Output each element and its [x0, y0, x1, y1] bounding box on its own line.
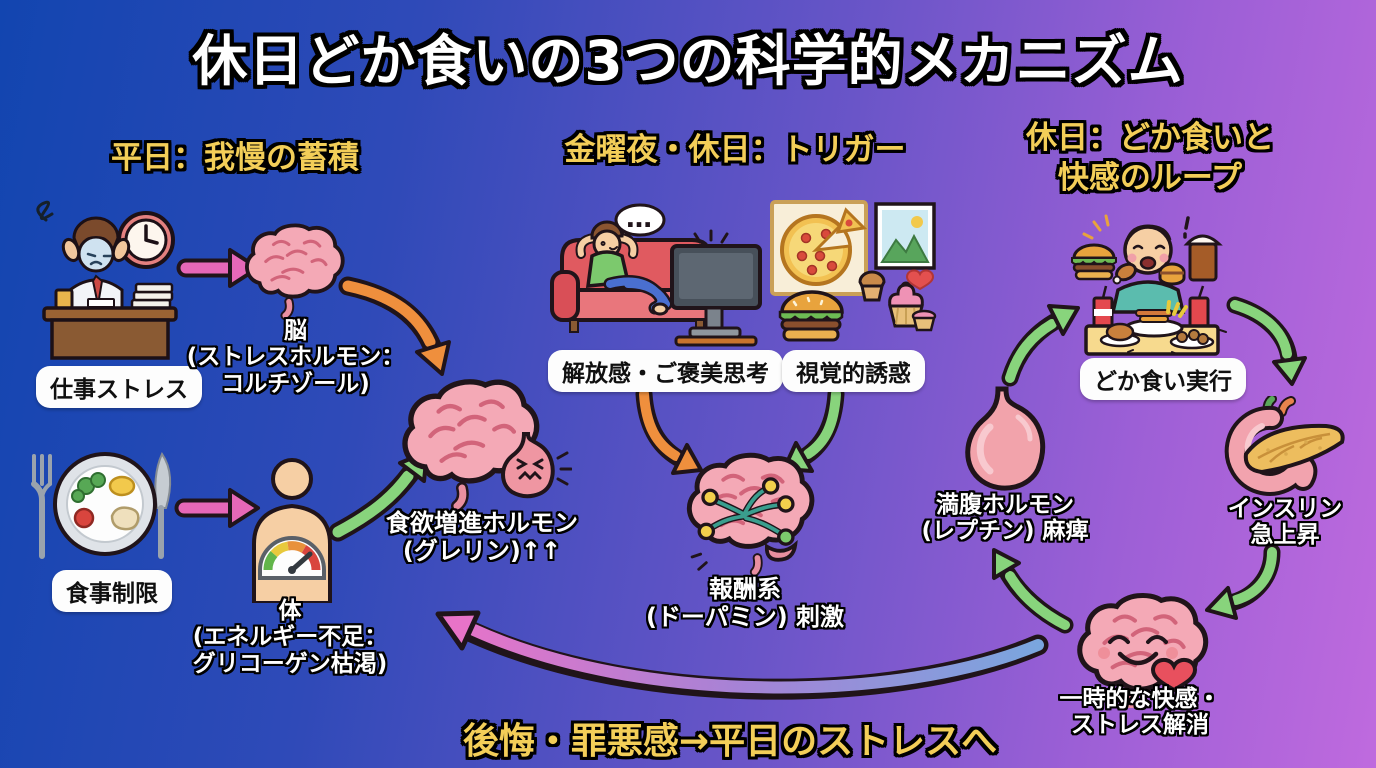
- stressed-worker-illustration: [36, 200, 178, 360]
- cupcake-icon: [888, 281, 924, 328]
- work-stress-label: 仕事ストレス: [36, 366, 202, 408]
- angry-stomach-icon: [501, 432, 572, 499]
- ghrelin-caption: 食欲増進ホルモン (グレリン)↑↑: [386, 509, 578, 565]
- leptin-caption: 満腹ホルモン (レプチン) 麻痺: [921, 492, 1089, 545]
- relaxing-person: [575, 220, 673, 316]
- binge-execution-label: どか食い実行: [1080, 358, 1246, 400]
- brain-to-ghrelin-arrow-icon: [338, 276, 451, 376]
- egg-icon: [108, 475, 136, 497]
- drumstick-icon: [1112, 262, 1137, 285]
- mini-cake-icon: [911, 309, 937, 332]
- meal-plate-illustration: [31, 451, 172, 559]
- body-energy-gauge-illustration: [252, 458, 332, 603]
- brain-illustration: [245, 223, 345, 320]
- relax-reward-thinking-label: 解放感・ご褒美思考: [548, 350, 783, 392]
- pleasure-to-leptin-arrow-icon: [992, 548, 1074, 634]
- ghrelin-brain-stomach-illustration: [392, 376, 572, 512]
- tomato-icon: [73, 507, 95, 529]
- knife-icon: [154, 451, 172, 559]
- section-header-weekday: 平日：我慢の蓄積: [111, 140, 359, 176]
- temporary-pleasure-caption: 一時的な快感・ ストレス解消: [1059, 686, 1221, 739]
- insulin-to-pleasure-arrow-icon: [1205, 543, 1281, 620]
- energy-gauge-icon: [258, 536, 326, 580]
- binge-eating-illustration: [1071, 214, 1227, 356]
- stress-scribble-icon: [36, 200, 54, 222]
- stomach-illustration: [965, 386, 1046, 491]
- pancreas-illustration: [1224, 396, 1345, 496]
- fork-icon: [31, 454, 52, 559]
- happy-brain-illustration: [1068, 590, 1210, 708]
- section-header-trigger: 金曜夜・休日：トリガー: [564, 132, 906, 168]
- muffin-icon: [858, 270, 886, 302]
- small-burger-icon: [1158, 262, 1186, 286]
- visual-temptation-label: 視覚的誘惑: [782, 350, 925, 392]
- synapse-lines: [704, 484, 788, 539]
- leptin-to-binge-arrow-icon: [1001, 304, 1080, 387]
- couch-tv-illustration: [550, 203, 762, 347]
- broccoli-icon: [71, 472, 106, 503]
- tempting-food-illustration: [770, 200, 937, 342]
- binge-to-insulin-arrow-icon: [1226, 296, 1307, 386]
- beer-icon: [1183, 234, 1223, 282]
- eating-person: [1110, 224, 1186, 314]
- pancreas-gland: [1243, 423, 1345, 475]
- stressed-person: [61, 216, 131, 312]
- body-energy-caption: 体 (エネルギー不足： グリコーゲン枯渇): [192, 598, 388, 677]
- section-header-loop: 休日：どか食いと 快感のループ: [1026, 120, 1274, 197]
- pizza-icon: [770, 200, 868, 296]
- picture-frame-icon: [874, 202, 936, 270]
- thought-bubble-dots: …: [626, 204, 654, 234]
- potato-icon: [110, 506, 140, 531]
- desk: [42, 282, 178, 360]
- relax-to-reward-arrow-icon: [635, 385, 703, 475]
- regret-loop-arrow-icon: [435, 610, 1049, 700]
- heart-icon: [905, 269, 935, 291]
- reward-system-brain-illustration: [676, 448, 818, 576]
- happy-face: [1098, 635, 1178, 666]
- burger-icon: [778, 290, 844, 342]
- page-title: 休日どか食いの3つの科学的メカニズム: [192, 29, 1184, 93]
- insulin-caption: インスリン 急上昇: [1227, 496, 1343, 549]
- regret-guilt-caption: 後悔・罪悪感→平日のストレスへ: [462, 721, 998, 762]
- diet-to-body-arrow-icon: [174, 488, 260, 528]
- work-to-brain-arrow-icon: [176, 248, 260, 288]
- brain-cortisol-caption: 脳 (ストレスホルモン： コルチゾール): [186, 318, 405, 397]
- clock-icon: [117, 211, 175, 269]
- tv-icon: [670, 229, 762, 347]
- reward-system-caption: 報酬系 (ドーパミン) 刺激: [645, 575, 845, 631]
- heart-icon: [1150, 657, 1198, 693]
- synapse-nodes: [697, 477, 795, 546]
- diet-restriction-label: 食事制限: [52, 570, 172, 612]
- burger-icon: [1071, 243, 1117, 281]
- food-table: [1084, 285, 1227, 356]
